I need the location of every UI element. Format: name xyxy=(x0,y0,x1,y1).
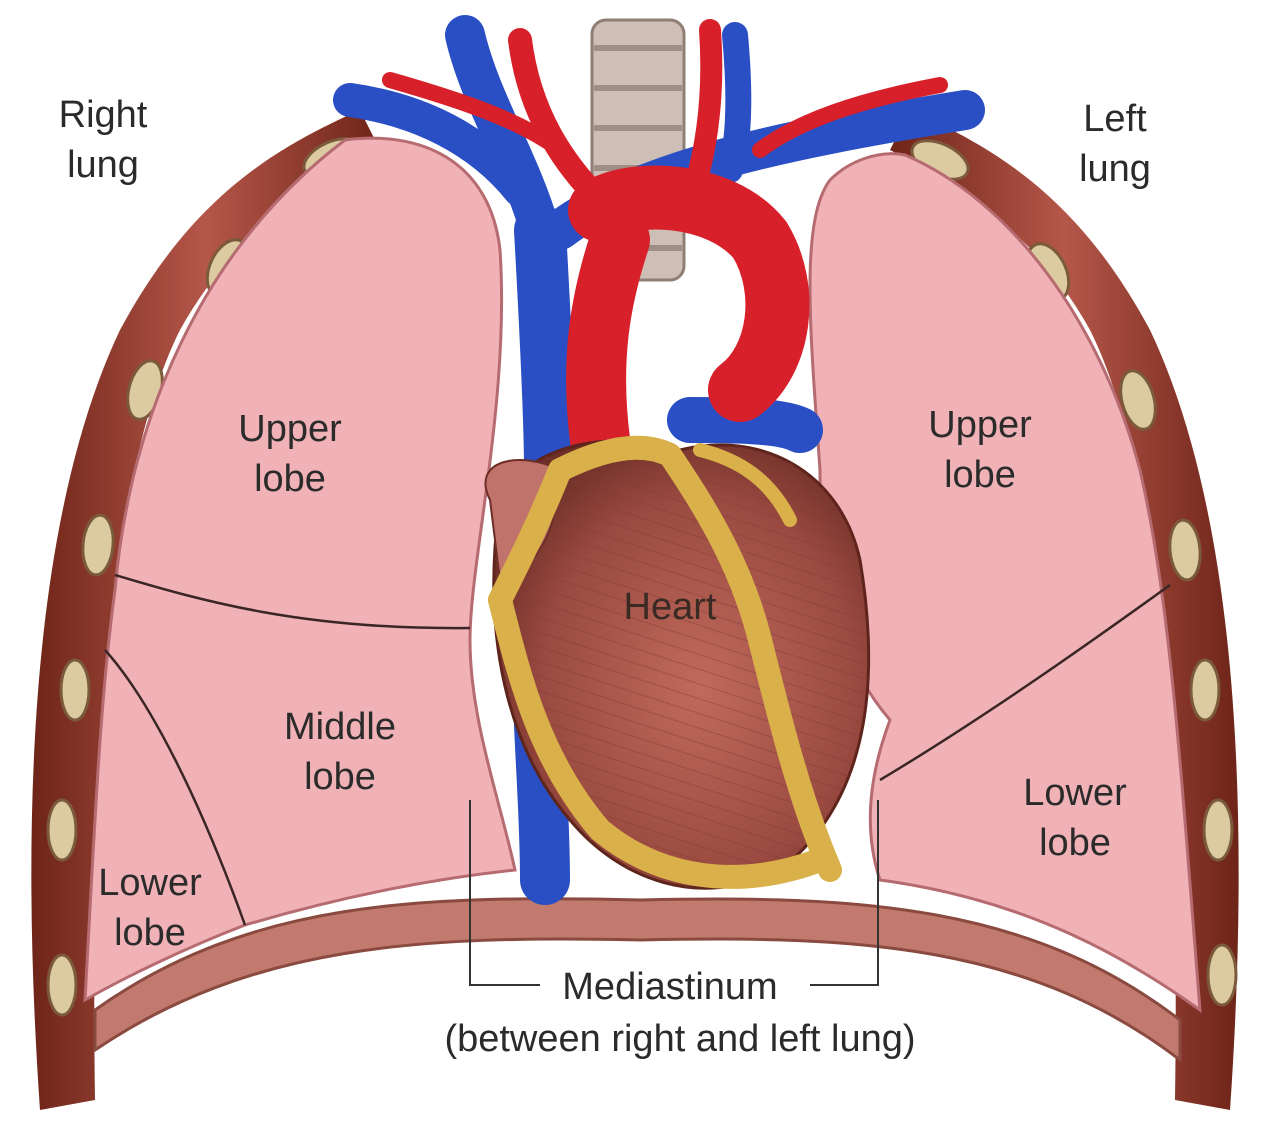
left-lung-label: Left lung xyxy=(1040,94,1190,194)
right-lower-lobe-label-line2: lobe xyxy=(70,908,230,958)
left-lung-label-line2: lung xyxy=(1040,144,1190,194)
right-upper-lobe-label-line2: lobe xyxy=(200,454,380,504)
right-upper-lobe-label: Upper lobe xyxy=(200,404,380,504)
mediastinum-note: (between right and left lung) xyxy=(360,1014,1000,1064)
left-lower-lobe-label-line2: lobe xyxy=(985,818,1165,868)
right-lung-label-line1: Right xyxy=(28,90,178,140)
right-lung-label: Right lung xyxy=(28,90,178,190)
right-middle-lobe-label: Middle lobe xyxy=(250,702,430,802)
left-lower-lobe-label-line1: Lower xyxy=(985,768,1165,818)
heart-label: Heart xyxy=(600,582,740,632)
right-middle-lobe-label-line1: Middle xyxy=(250,702,430,752)
left-lung-label-line1: Left xyxy=(1040,94,1190,144)
left-lung xyxy=(810,154,1200,1010)
left-upper-lobe-label-line2: lobe xyxy=(890,450,1070,500)
right-upper-lobe-label-line1: Upper xyxy=(200,404,380,454)
left-upper-lobe-label: Upper lobe xyxy=(890,400,1070,500)
right-lung-label-line2: lung xyxy=(28,140,178,190)
left-upper-lobe-label-line1: Upper xyxy=(890,400,1070,450)
right-lower-lobe-label: Lower lobe xyxy=(70,858,230,958)
left-lower-lobe-label: Lower lobe xyxy=(985,768,1165,868)
right-lower-lobe-label-line1: Lower xyxy=(70,858,230,908)
mediastinum-label: Mediastinum xyxy=(480,962,860,1012)
right-middle-lobe-label-line2: lobe xyxy=(250,752,430,802)
